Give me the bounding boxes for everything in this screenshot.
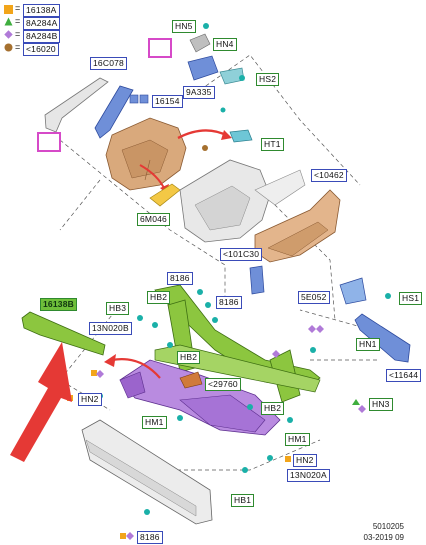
callout-9a335: 9A335	[183, 86, 215, 99]
bracket-101c30	[249, 265, 265, 295]
clip-5e052	[339, 277, 367, 305]
part-29760	[179, 371, 203, 389]
callout-101c30: <101C30	[220, 248, 263, 261]
callout-16138b: 16138B	[40, 298, 77, 311]
callout-hb1: HB1	[231, 494, 255, 507]
clip-ht1	[229, 129, 253, 143]
brown-circle-icon	[4, 43, 13, 52]
callout-hs1: HS1	[399, 292, 423, 305]
callout-hm1-left: HM1	[142, 416, 167, 429]
callout-hn4: HN4	[213, 38, 237, 51]
callout-16154: 16154	[152, 95, 183, 108]
callout-hn5: HN5	[172, 20, 196, 33]
callout-29760: <29760	[205, 378, 241, 391]
callout-5e052: 5E052	[298, 291, 330, 304]
reference-marker-2	[148, 38, 172, 58]
violet-diamond-icon	[4, 30, 13, 39]
green-triangle-icon	[4, 17, 13, 26]
orange-square-icon	[4, 5, 13, 14]
callout-hb2-lower: HB2	[261, 402, 285, 415]
callout-16c078: 16C078	[90, 57, 127, 70]
callout-8186-bottom: 8186	[137, 531, 163, 544]
callout-6m046: 6M046	[137, 213, 170, 226]
diagram-code: 5010205	[372, 522, 404, 531]
apron-brace-gray	[44, 77, 109, 133]
callout-8186-top: 8186	[167, 272, 193, 285]
callout-hb2-mid: HB2	[177, 351, 201, 364]
bumper-beam-gray	[81, 419, 213, 525]
callout-8186-mid: 8186	[216, 296, 242, 309]
legend-code: <16020	[23, 43, 59, 56]
callout-13n020b: 13N020B	[89, 322, 132, 335]
brace-16c078	[94, 85, 134, 139]
callout-hn2-right: HN2	[293, 454, 317, 467]
callout-11644: <11644	[386, 369, 422, 382]
legend-code: 8A284A	[23, 17, 61, 30]
part-16138b	[21, 311, 106, 356]
crossmember-violet	[119, 359, 281, 436]
diagram-date: 03-2019 09	[363, 533, 404, 542]
red-arrow-1	[177, 129, 229, 140]
bracket-9a335	[187, 55, 219, 81]
callout-hn1: HN1	[356, 338, 380, 351]
bar-11644	[354, 313, 411, 363]
callout-hs2: HS2	[256, 73, 280, 86]
callout-10462: <10462	[311, 169, 347, 182]
callout-hm1-right: HM1	[285, 433, 310, 446]
callout-hn3: HN3	[369, 398, 393, 411]
red-pointer-arrow	[10, 342, 72, 462]
callout-hn2-left: HN2	[78, 393, 102, 406]
legend-code: 8A284B	[23, 30, 61, 43]
callout-hb2-upper: HB2	[147, 291, 171, 304]
legend-code: 16138A	[23, 4, 60, 17]
callout-ht1: HT1	[261, 138, 284, 151]
callout-13n020a: 13N020A	[287, 469, 330, 482]
reference-marker-1	[37, 132, 61, 152]
callout-hb3: HB3	[106, 302, 130, 315]
